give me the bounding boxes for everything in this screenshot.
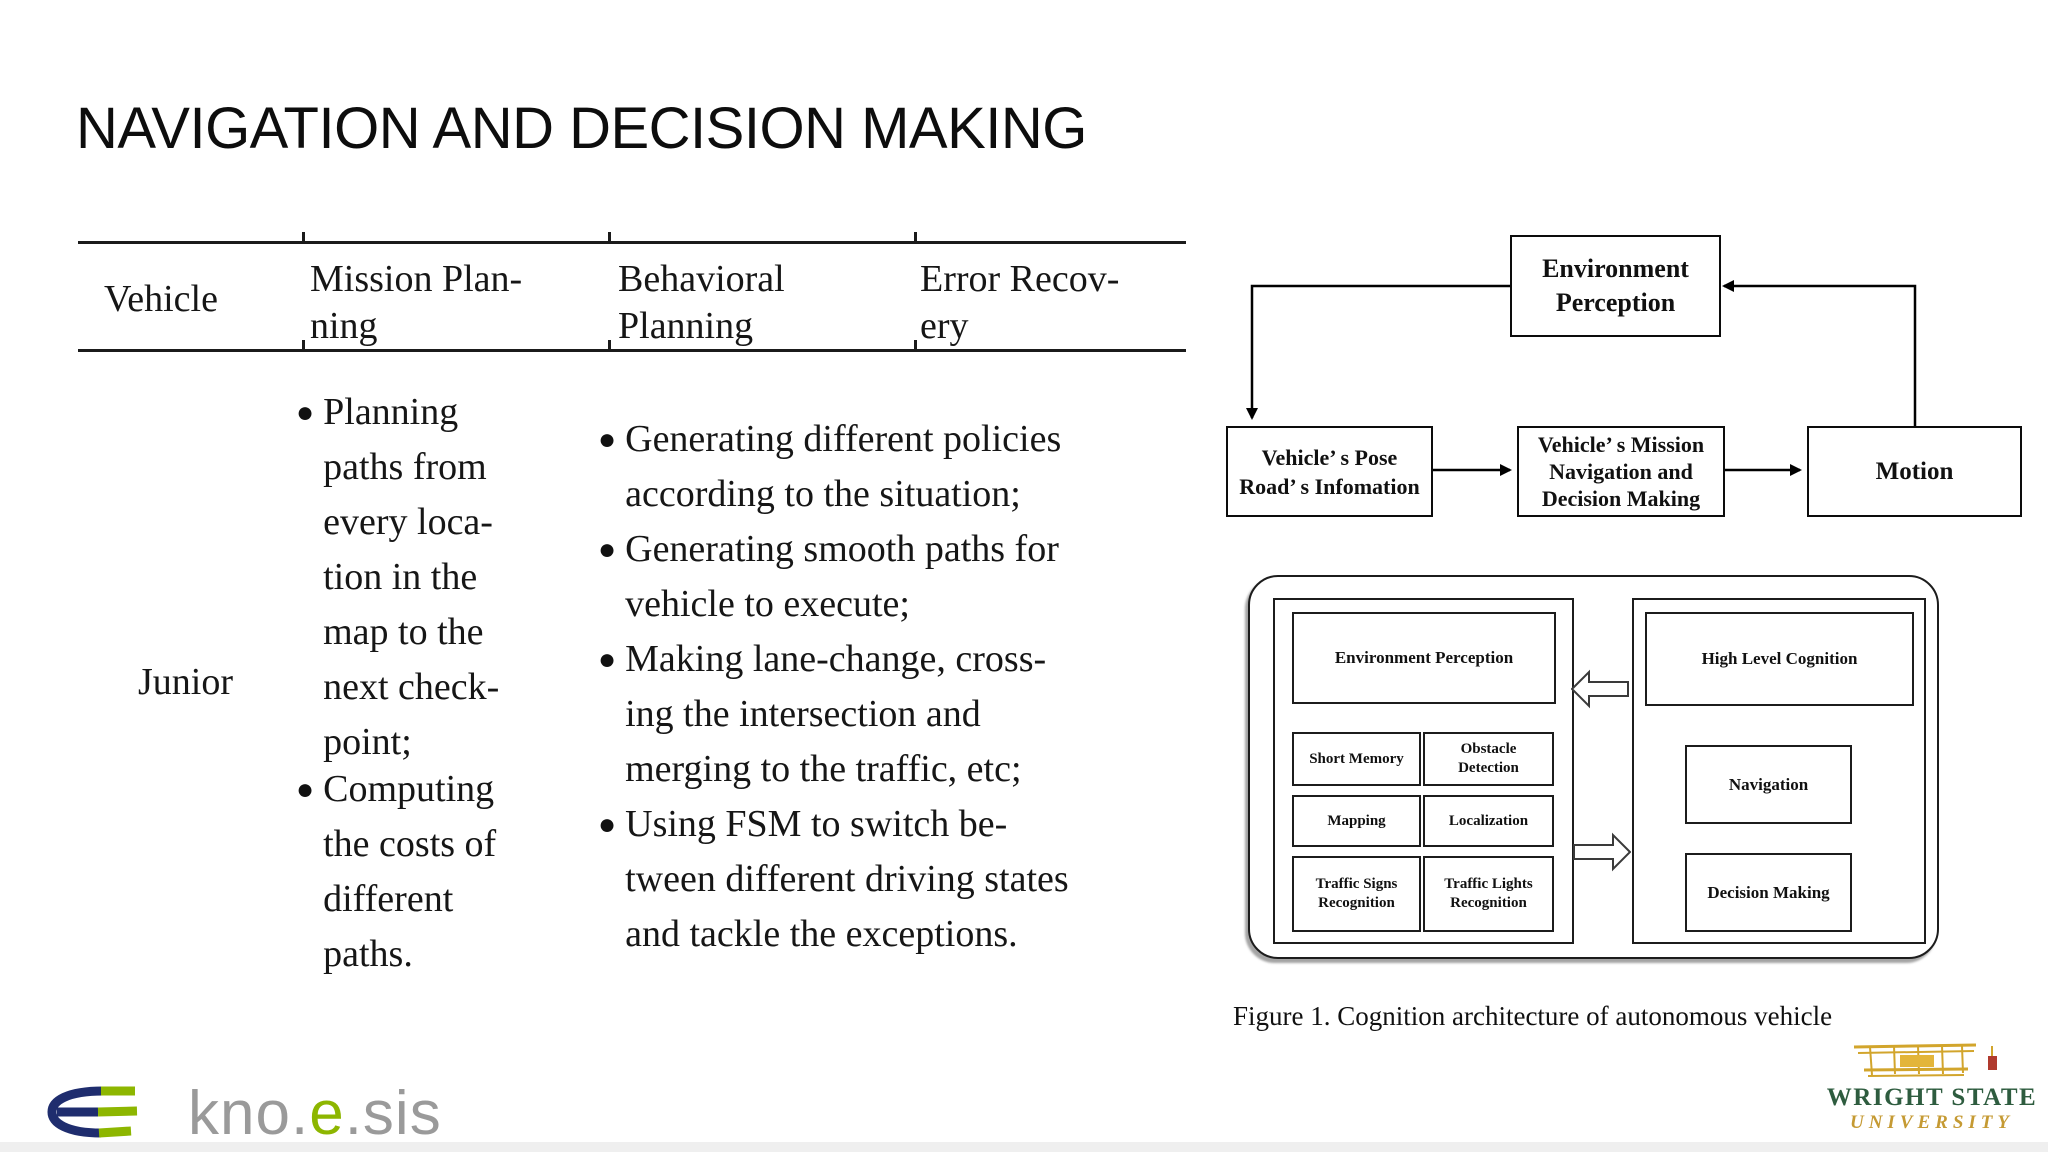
wright-state-name: WRIGHT STATE [1826,1084,2038,1111]
arch-box-mapping: Mapping [1292,795,1421,847]
column-tick [608,340,611,349]
bullet-icon: ● [598,423,617,456]
arch-box-traffic-signs-recognition: Traffic Signs Recognition [1292,856,1421,932]
behavioral-bullet-3: ● Making lane-change, cross- ing the int… [598,632,1188,797]
arch-box-high-level-cognition: High Level Cognition [1645,612,1914,706]
table-header-rule [78,349,1186,352]
arch-box-short-memory: Short Memory [1292,732,1421,786]
knoesis-wordmark-e: e [309,1079,345,1148]
behavioral-bullet-2: ● Generating smooth paths for vehicle to… [598,522,1188,632]
column-tick [302,340,305,349]
behavioral-bullet-4-text: Using FSM to switch be- tween different … [625,803,1069,955]
page-title: NAVIGATION AND DECISION MAKING [76,96,1087,161]
behavioral-bullet-4: ● Using FSM to switch be- tween differen… [598,797,1188,962]
arch-box-decision-making: Decision Making [1685,853,1852,932]
arch-box-obstacle-detection: Obstacle Detection [1423,732,1554,786]
column-tick [914,232,917,241]
flowchart-node-motion: Motion [1807,426,2022,517]
table-top-rule [78,241,1186,244]
behavioral-bullet-3-text: Making lane-change, cross- ing the inter… [625,638,1047,790]
arch-box-navigation: Navigation [1685,745,1852,824]
mission-bullet-2: ● Computing the costs of different paths… [296,762,576,982]
knoesis-wordmark-part3: .sis [344,1079,442,1148]
block-arrow-right-icon [1573,832,1631,872]
bullet-icon: ● [296,773,315,806]
bottom-strip [0,1142,2048,1152]
block-arrow-left-icon [1571,669,1629,709]
flowchart-connectors [1246,280,1917,476]
wright-flyer-biplane-icon [1853,1043,1997,1077]
mission-bullet-1: ● Planning paths from every loca- tion i… [296,385,576,770]
wright-state-logo: WRIGHT STATE UNIVERSITY [1822,1040,2042,1134]
bullet-icon: ● [598,533,617,566]
bullet-icon: ● [598,643,617,676]
arch-box-localization: Localization [1423,795,1554,847]
figure-caption: Figure 1. Cognition architecture of auto… [1233,1001,1833,1031]
behavioral-bullet-1: ● Generating different policies accordin… [598,412,1188,522]
table-header-error-recovery: Error Recov- ery [920,258,1120,347]
table-header-vehicle: Vehicle [104,278,218,320]
flowchart-node-vehicle-pose: Vehicle’ s Pose Road’ s Infomation [1226,426,1433,517]
table-header-behavioral-planning: Behavioral Planning [618,258,785,347]
wright-university-label: UNIVERSITY [1849,1112,2015,1133]
flowchart-node-mission-navigation-decision: Vehicle’ s Mission Navigation and Decisi… [1517,426,1725,517]
arch-box-environment-perception: Environment Perception [1292,612,1556,704]
knoesis-glyph-icon [47,1086,138,1138]
mission-bullet-2-text: Computing the costs of different paths. [323,768,497,975]
behavioral-bullet-1-text: Generating different policies according … [625,418,1062,515]
flowchart-node-environment-perception: Environment Perception [1510,235,1721,337]
knoesis-wordmark-part1: kno. [188,1079,310,1148]
knoesis-wordmark: kno.e.sis [188,1078,442,1149]
column-tick [302,232,305,241]
arch-box-traffic-lights-recognition: Traffic Lights Recognition [1423,856,1554,932]
mission-bullet-1-text: Planning paths from every loca- tion in … [323,391,500,763]
table-header-mission-planning: Mission Plan- ning [310,258,523,347]
bullet-icon: ● [598,808,617,841]
bullet-icon: ● [296,396,315,429]
column-tick [608,232,611,241]
behavioral-bullet-2-text: Generating smooth paths for vehicle to e… [625,528,1059,625]
column-tick [914,340,917,349]
vehicle-name-cell: Junior [138,661,233,703]
